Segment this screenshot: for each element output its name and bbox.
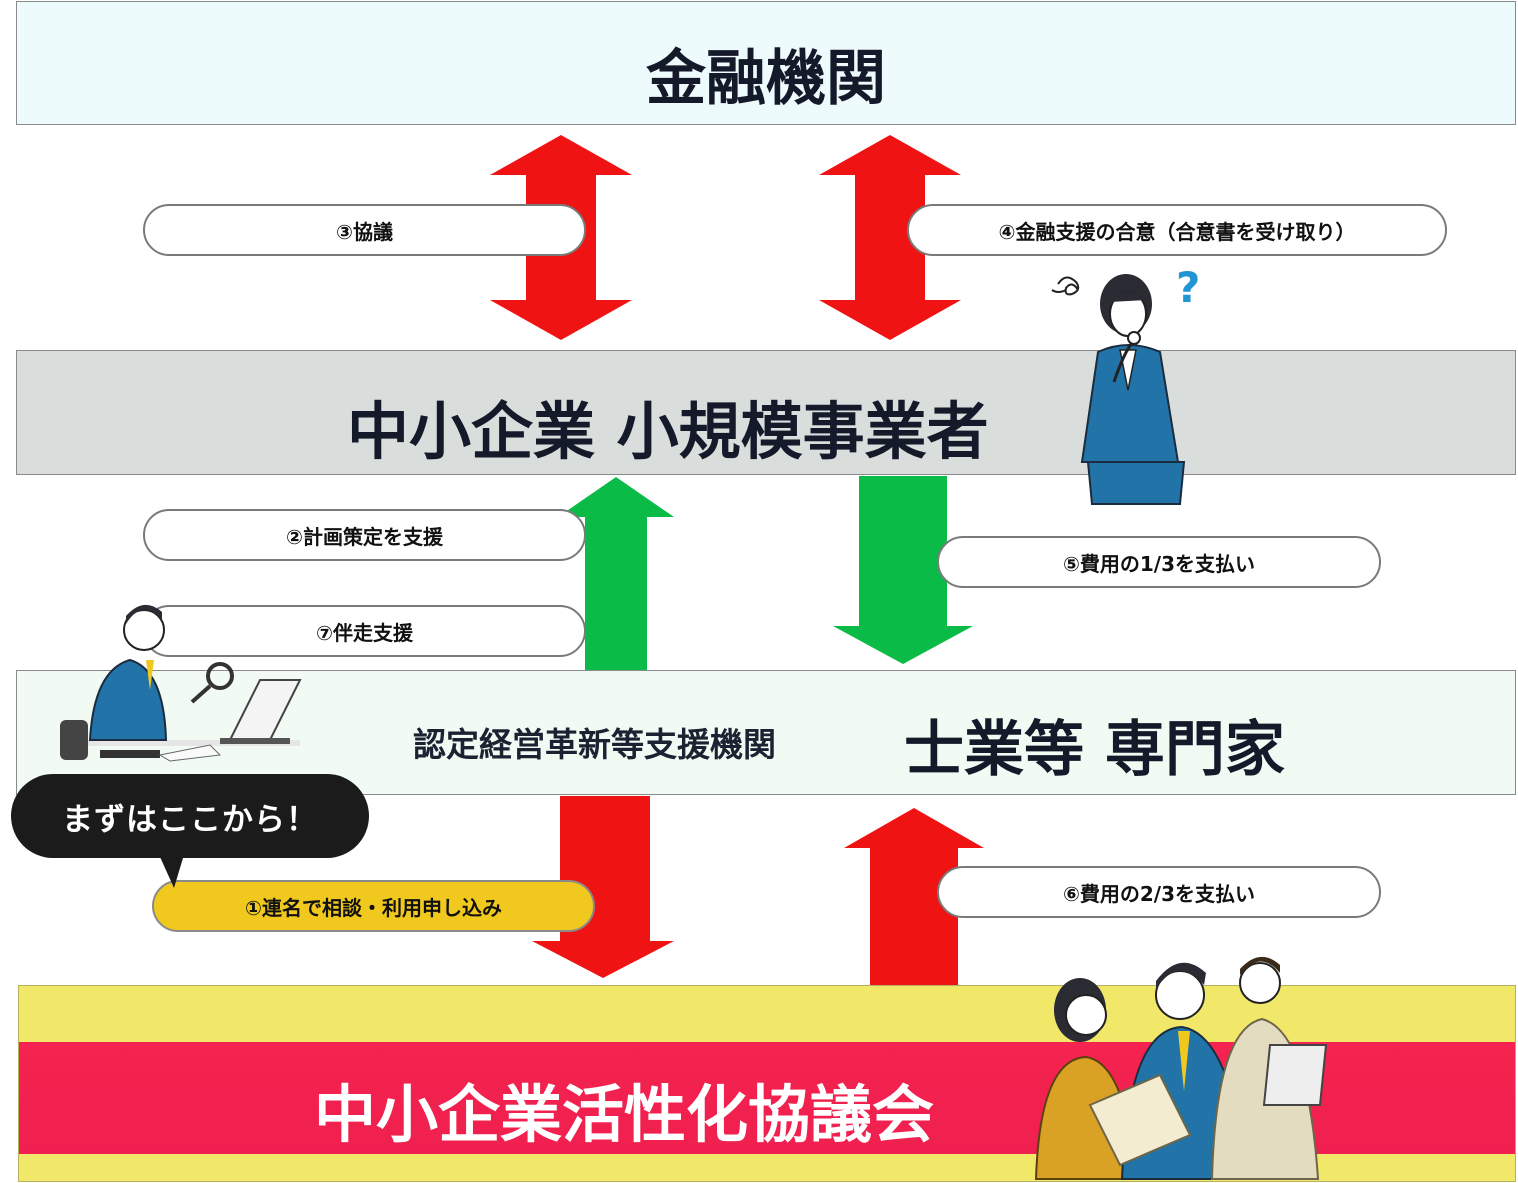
callout-tail: [156, 848, 186, 888]
step-6-payment-label: ⑥費用の2/3を支払い: [937, 866, 1381, 918]
arrow-pay-two-thirds: [844, 808, 984, 985]
arrow-pay-one-third: [833, 476, 973, 664]
question-mark-icon: ?: [1176, 263, 1200, 312]
thinking-woman-icon: [1051, 274, 1186, 505]
step-1-apply-label: ①連名で相談・利用申し込み: [152, 880, 595, 932]
step-5-payment-label: ⑤費用の1/3を支払い: [937, 536, 1381, 588]
support-org-title: 士業等 専門家: [904, 715, 1285, 785]
step-4-agreement-label: ④金融支援の合意（合意書を受け取り）: [907, 204, 1447, 256]
sme-title: 中小企業 小規模事業者: [347, 395, 989, 468]
team-discussion-icon: [1034, 956, 1328, 1180]
callout-bubble: まずはここから！: [11, 774, 369, 858]
callout-text: まずはここから！: [62, 801, 318, 838]
support-org-subtitle: 認定経営革新等支援機関: [413, 725, 776, 764]
financial-institution-title: 金融機関: [646, 44, 886, 114]
step-3-consultation-label: ③協議: [143, 204, 586, 256]
council-title: 中小企業活性化協議会: [314, 1078, 935, 1151]
financial-institution-box: 金融機関: [16, 1, 1516, 125]
step-2-plan-label: ②計画策定を支援: [143, 509, 586, 561]
consultant-magnifier-icon: [60, 604, 302, 762]
arrow-agreement: [819, 135, 961, 340]
svg-text:?: ?: [1176, 263, 1200, 312]
arrow-apply: [532, 796, 674, 978]
sme-box: 中小企業 小規模事業者: [16, 350, 1516, 475]
arrow-plan-support: [558, 477, 674, 670]
step-7-ongoing-label: ⑦伴走支援: [143, 605, 586, 657]
